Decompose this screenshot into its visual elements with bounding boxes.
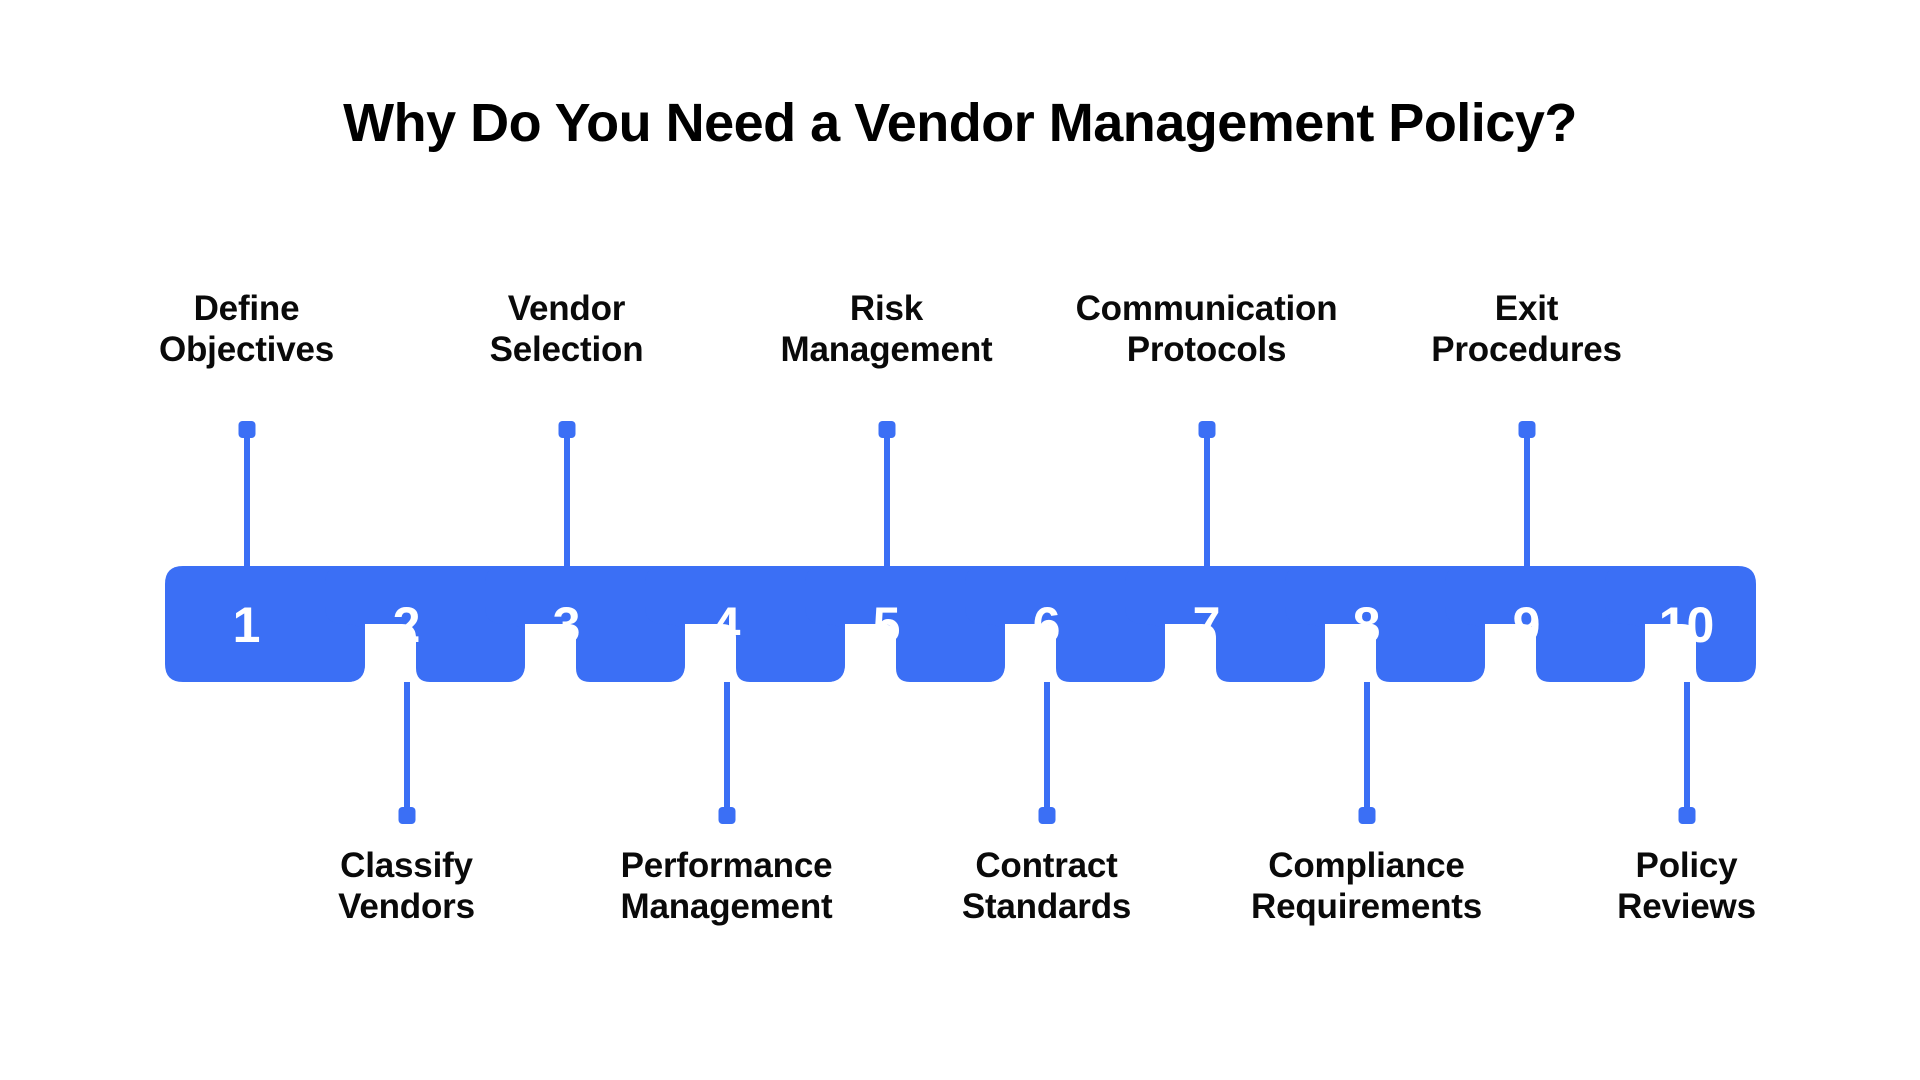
connector-up [1198,421,1215,566]
step-label-line2: Selection [489,330,644,370]
step-tile-tab [796,624,845,682]
step-label-line1: Vendor [507,289,626,328]
step-tile-tab [476,624,525,682]
connector-down [718,682,735,824]
step-label-line2: Objectives [158,330,335,370]
step-tile-tab [316,624,365,682]
step-label-line2: Reviews [1617,887,1756,927]
connector-down [1038,682,1055,824]
step-label-line1: Communication [1075,289,1338,328]
connector-cap [1678,807,1695,824]
step-tile-tab [956,624,1005,682]
connector-cap [558,421,575,438]
step-label-line1: Risk [849,289,924,328]
connector-cap [238,421,255,438]
connector-down [398,682,415,824]
step-tile[interactable] [1125,566,1325,682]
step-number: 1 [232,597,261,653]
step-number: 9 [1512,597,1541,653]
step-tile-tab [1276,624,1325,682]
step-label-line1: Compliance [1268,846,1465,885]
step-label-line2: Protocols [1126,330,1287,370]
step-tile[interactable] [645,566,845,682]
step-tile[interactable] [965,566,1165,682]
step-label-line1: Define [193,289,300,328]
connector-cap [718,807,735,824]
step-tile[interactable] [485,566,685,682]
step-tile[interactable] [165,566,365,682]
connector-down [1358,682,1375,824]
connector-cap [1518,421,1535,438]
connector-cap [398,807,415,824]
step-number: 3 [552,597,581,653]
step-number: 2 [392,597,421,653]
connector-up [238,421,255,566]
connector-cap [878,421,895,438]
page-title: Why Do You Need a Vendor Management Poli… [343,93,1577,153]
step-label-line1: Classify [340,846,473,885]
step-label-line1: Contract [975,846,1118,885]
step-tile[interactable] [325,566,525,682]
step-tile-tab [1596,624,1645,682]
step-tile[interactable] [1445,566,1645,682]
step-tile[interactable] [1285,566,1485,682]
step-label-line2: Management [780,330,993,370]
step-tile[interactable] [805,566,1005,682]
step-label-line2: Management [620,887,833,927]
step-label-line2: Requirements [1251,887,1482,927]
step-label-line1: Exit [1494,289,1559,328]
step-tile-tab [1436,624,1485,682]
step-label-line2: Standards [961,887,1132,927]
step-number: 7 [1192,597,1221,653]
connector-up [1518,421,1535,566]
step-tile-tab [1116,624,1165,682]
step-label-line1: Policy [1635,846,1738,885]
step-number: 4 [712,597,741,653]
connector-cap [1198,421,1215,438]
connector-cap [1038,807,1055,824]
step-label-line2: Vendors [338,887,475,927]
step-number: 5 [872,597,901,653]
connector-down [1678,682,1695,824]
step-number: 10 [1658,597,1715,653]
step-tile-tab [636,624,685,682]
step-label-line1: Performance [620,846,833,885]
step-number: 6 [1032,597,1061,653]
connector-cap [1358,807,1375,824]
step-label-line2: Procedures [1431,330,1622,370]
connector-up [558,421,575,566]
connector-up [878,421,895,566]
step-number: 8 [1352,597,1381,653]
